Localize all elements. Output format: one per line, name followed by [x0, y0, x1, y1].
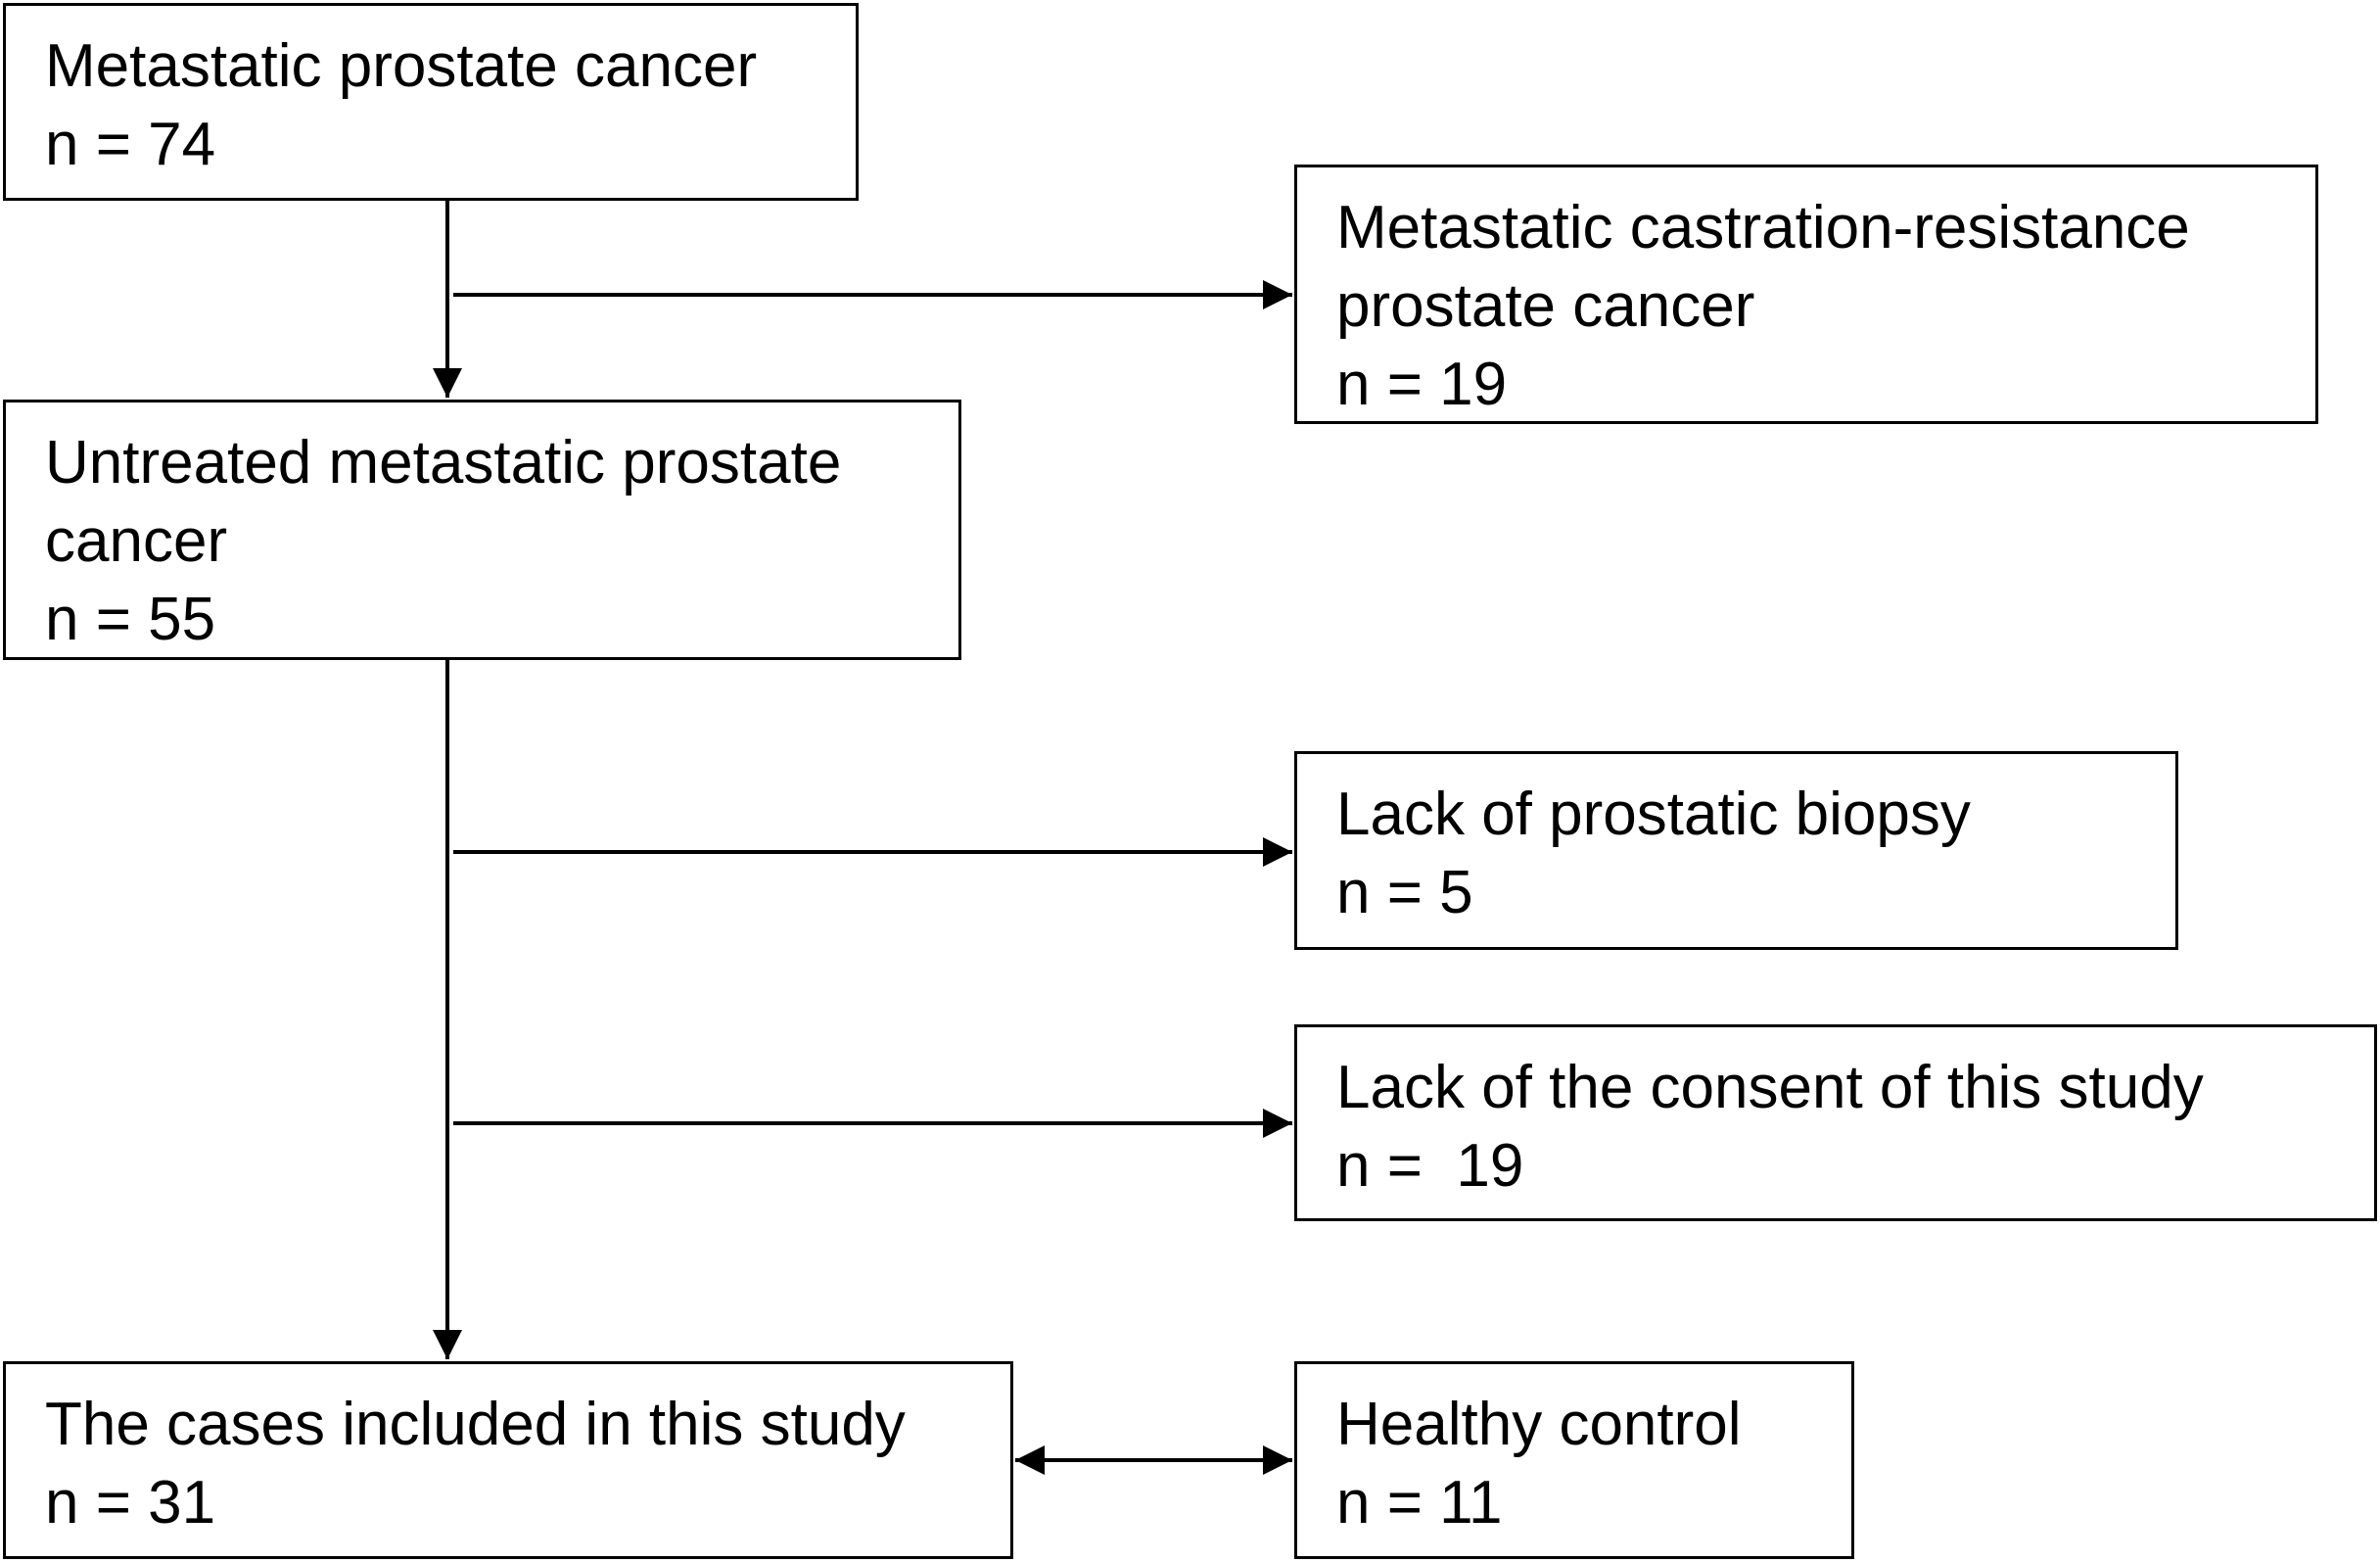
node-cases-included: The cases included in this study n = 31: [3, 1361, 1013, 1559]
node-label: Healthy control: [1336, 1391, 1742, 1458]
node-healthy-control: Healthy control n = 11: [1294, 1361, 1854, 1559]
node-label: Lack of the consent of this study: [1336, 1054, 2204, 1121]
node-count: n = 11: [1336, 1469, 1503, 1537]
node-count: n = 31: [45, 1469, 216, 1537]
node-lack-of-prostatic-biopsy: Lack of prostatic biopsy n = 5: [1294, 751, 2178, 950]
node-lack-of-consent: Lack of the consent of this study n = 19: [1294, 1024, 2377, 1221]
node-label-continued: prostate cancer: [1336, 272, 1755, 340]
node-label: Lack of prostatic biopsy: [1336, 781, 1971, 848]
node-label: Metastatic prostate cancer: [45, 32, 758, 100]
node-count: n = 19: [1336, 351, 1508, 418]
node-untreated-metastatic-prostate-cancer: Untreated metastatic prostate cancer n =…: [3, 400, 961, 660]
node-label: Metastatic castration-resistance: [1336, 194, 2190, 261]
node-label: The cases included in this study: [45, 1391, 906, 1458]
node-metastatic-prostate-cancer: Metastatic prostate cancer n = 74: [3, 3, 859, 201]
node-metastatic-castration-resistance: Metastatic castration-resistance prostat…: [1294, 165, 2318, 424]
node-count: n = 5: [1336, 859, 1473, 926]
node-label-continued: cancer: [45, 507, 228, 575]
node-count: n = 74: [45, 111, 216, 178]
node-count: n = 19: [1336, 1132, 1524, 1200]
node-count: n = 55: [45, 586, 216, 653]
node-label: Untreated metastatic prostate: [45, 429, 842, 497]
